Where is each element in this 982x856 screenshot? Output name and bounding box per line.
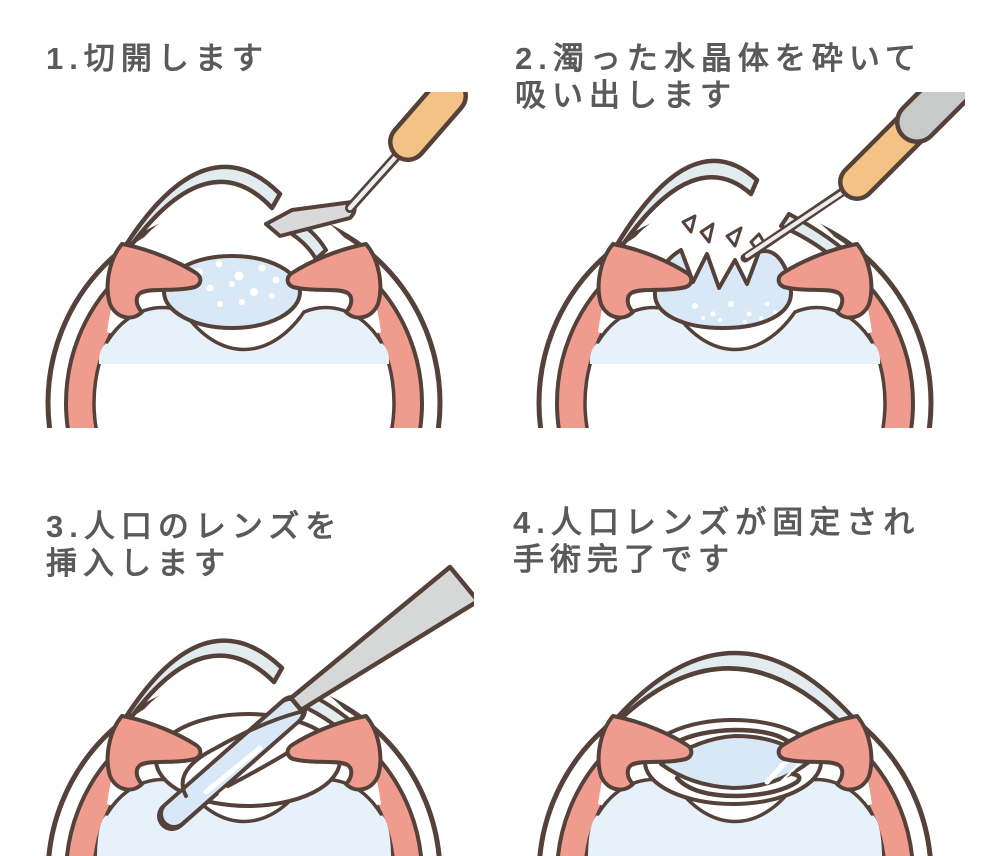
step-4-caption-line1: 4.人口レンズが固定され bbox=[513, 504, 921, 540]
step-4-panel: 4.人口レンズが固定され 手術完了です bbox=[491, 428, 982, 856]
step-1-illustration bbox=[14, 92, 468, 428]
step-3-illustration bbox=[14, 564, 474, 856]
step-3-caption-line2: 挿入します bbox=[46, 545, 231, 581]
step-4-illustration bbox=[505, 650, 965, 856]
step-2-caption: 2.濁った水晶体を砕いて 吸い出します bbox=[515, 40, 922, 114]
step-3-panel: 3.人口のレンズを 挿入します bbox=[0, 428, 491, 856]
iol-injector bbox=[288, 564, 474, 713]
step-2-caption-line2: 吸い出します bbox=[515, 77, 737, 113]
step-2-panel: 2.濁った水晶体を砕いて 吸い出します bbox=[491, 0, 982, 428]
step-2-illustration bbox=[505, 92, 965, 428]
step-4-caption-line2: 手術完了です bbox=[513, 541, 735, 577]
step-1-caption-line1: 1.切開します bbox=[46, 40, 269, 76]
step-1-caption: 1.切開します bbox=[46, 40, 269, 77]
implanted-intraocular-lens bbox=[659, 727, 811, 799]
step-4-caption: 4.人口レンズが固定され 手術完了です bbox=[513, 504, 920, 578]
phaco-probe bbox=[740, 92, 965, 263]
folded-intraocular-lens bbox=[157, 695, 310, 831]
step-1-panel: 1.切開します bbox=[0, 0, 491, 428]
keratome-knife bbox=[264, 92, 468, 238]
step-2-caption-line1: 2.濁った水晶体を砕いて bbox=[515, 40, 922, 76]
step-3-caption: 3.人口のレンズを 挿入します bbox=[46, 508, 342, 582]
step-3-caption-line1: 3.人口のレンズを bbox=[46, 508, 343, 544]
